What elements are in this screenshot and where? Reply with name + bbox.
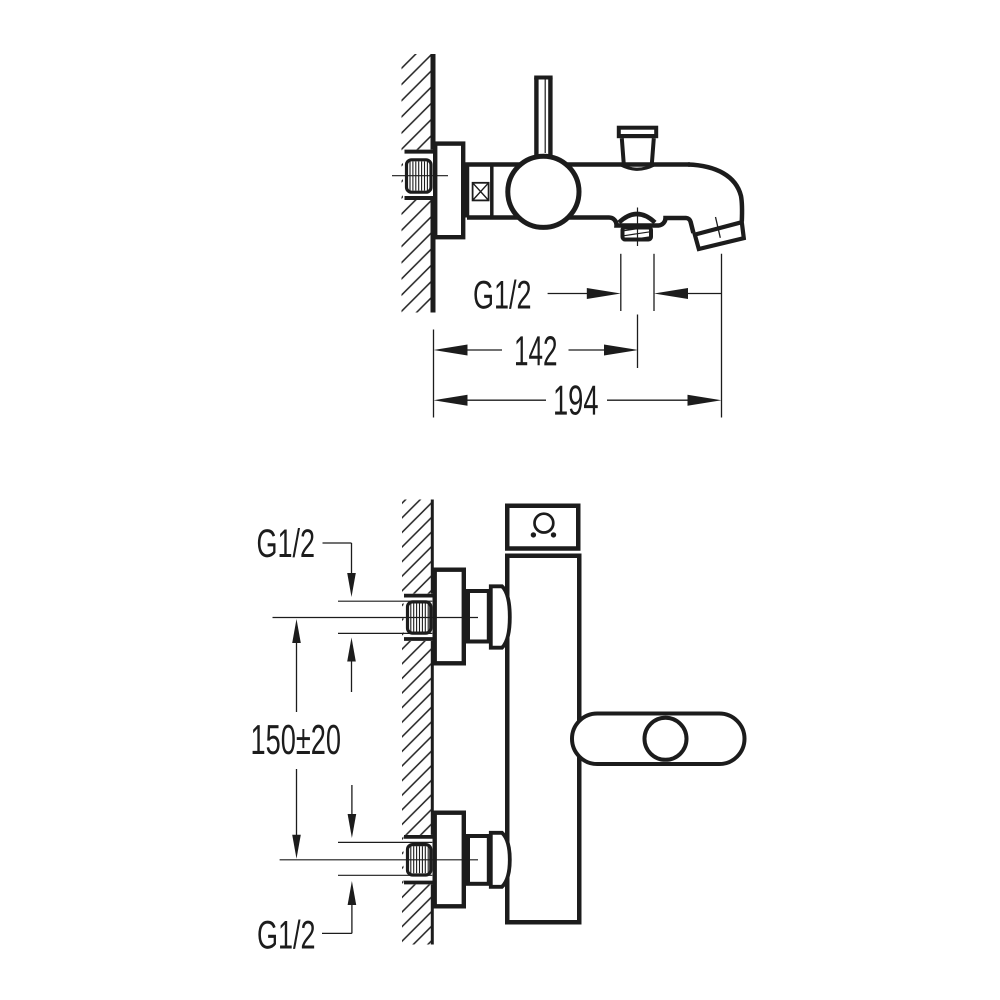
svg-text:G1/2: G1/2 (257, 914, 316, 958)
svg-text:G1/2: G1/2 (473, 274, 532, 318)
svg-text:G1/2: G1/2 (256, 522, 315, 566)
svg-text:150±20: 150±20 (250, 716, 341, 763)
svg-text:194: 194 (553, 377, 599, 424)
svg-text:142: 142 (514, 327, 558, 374)
